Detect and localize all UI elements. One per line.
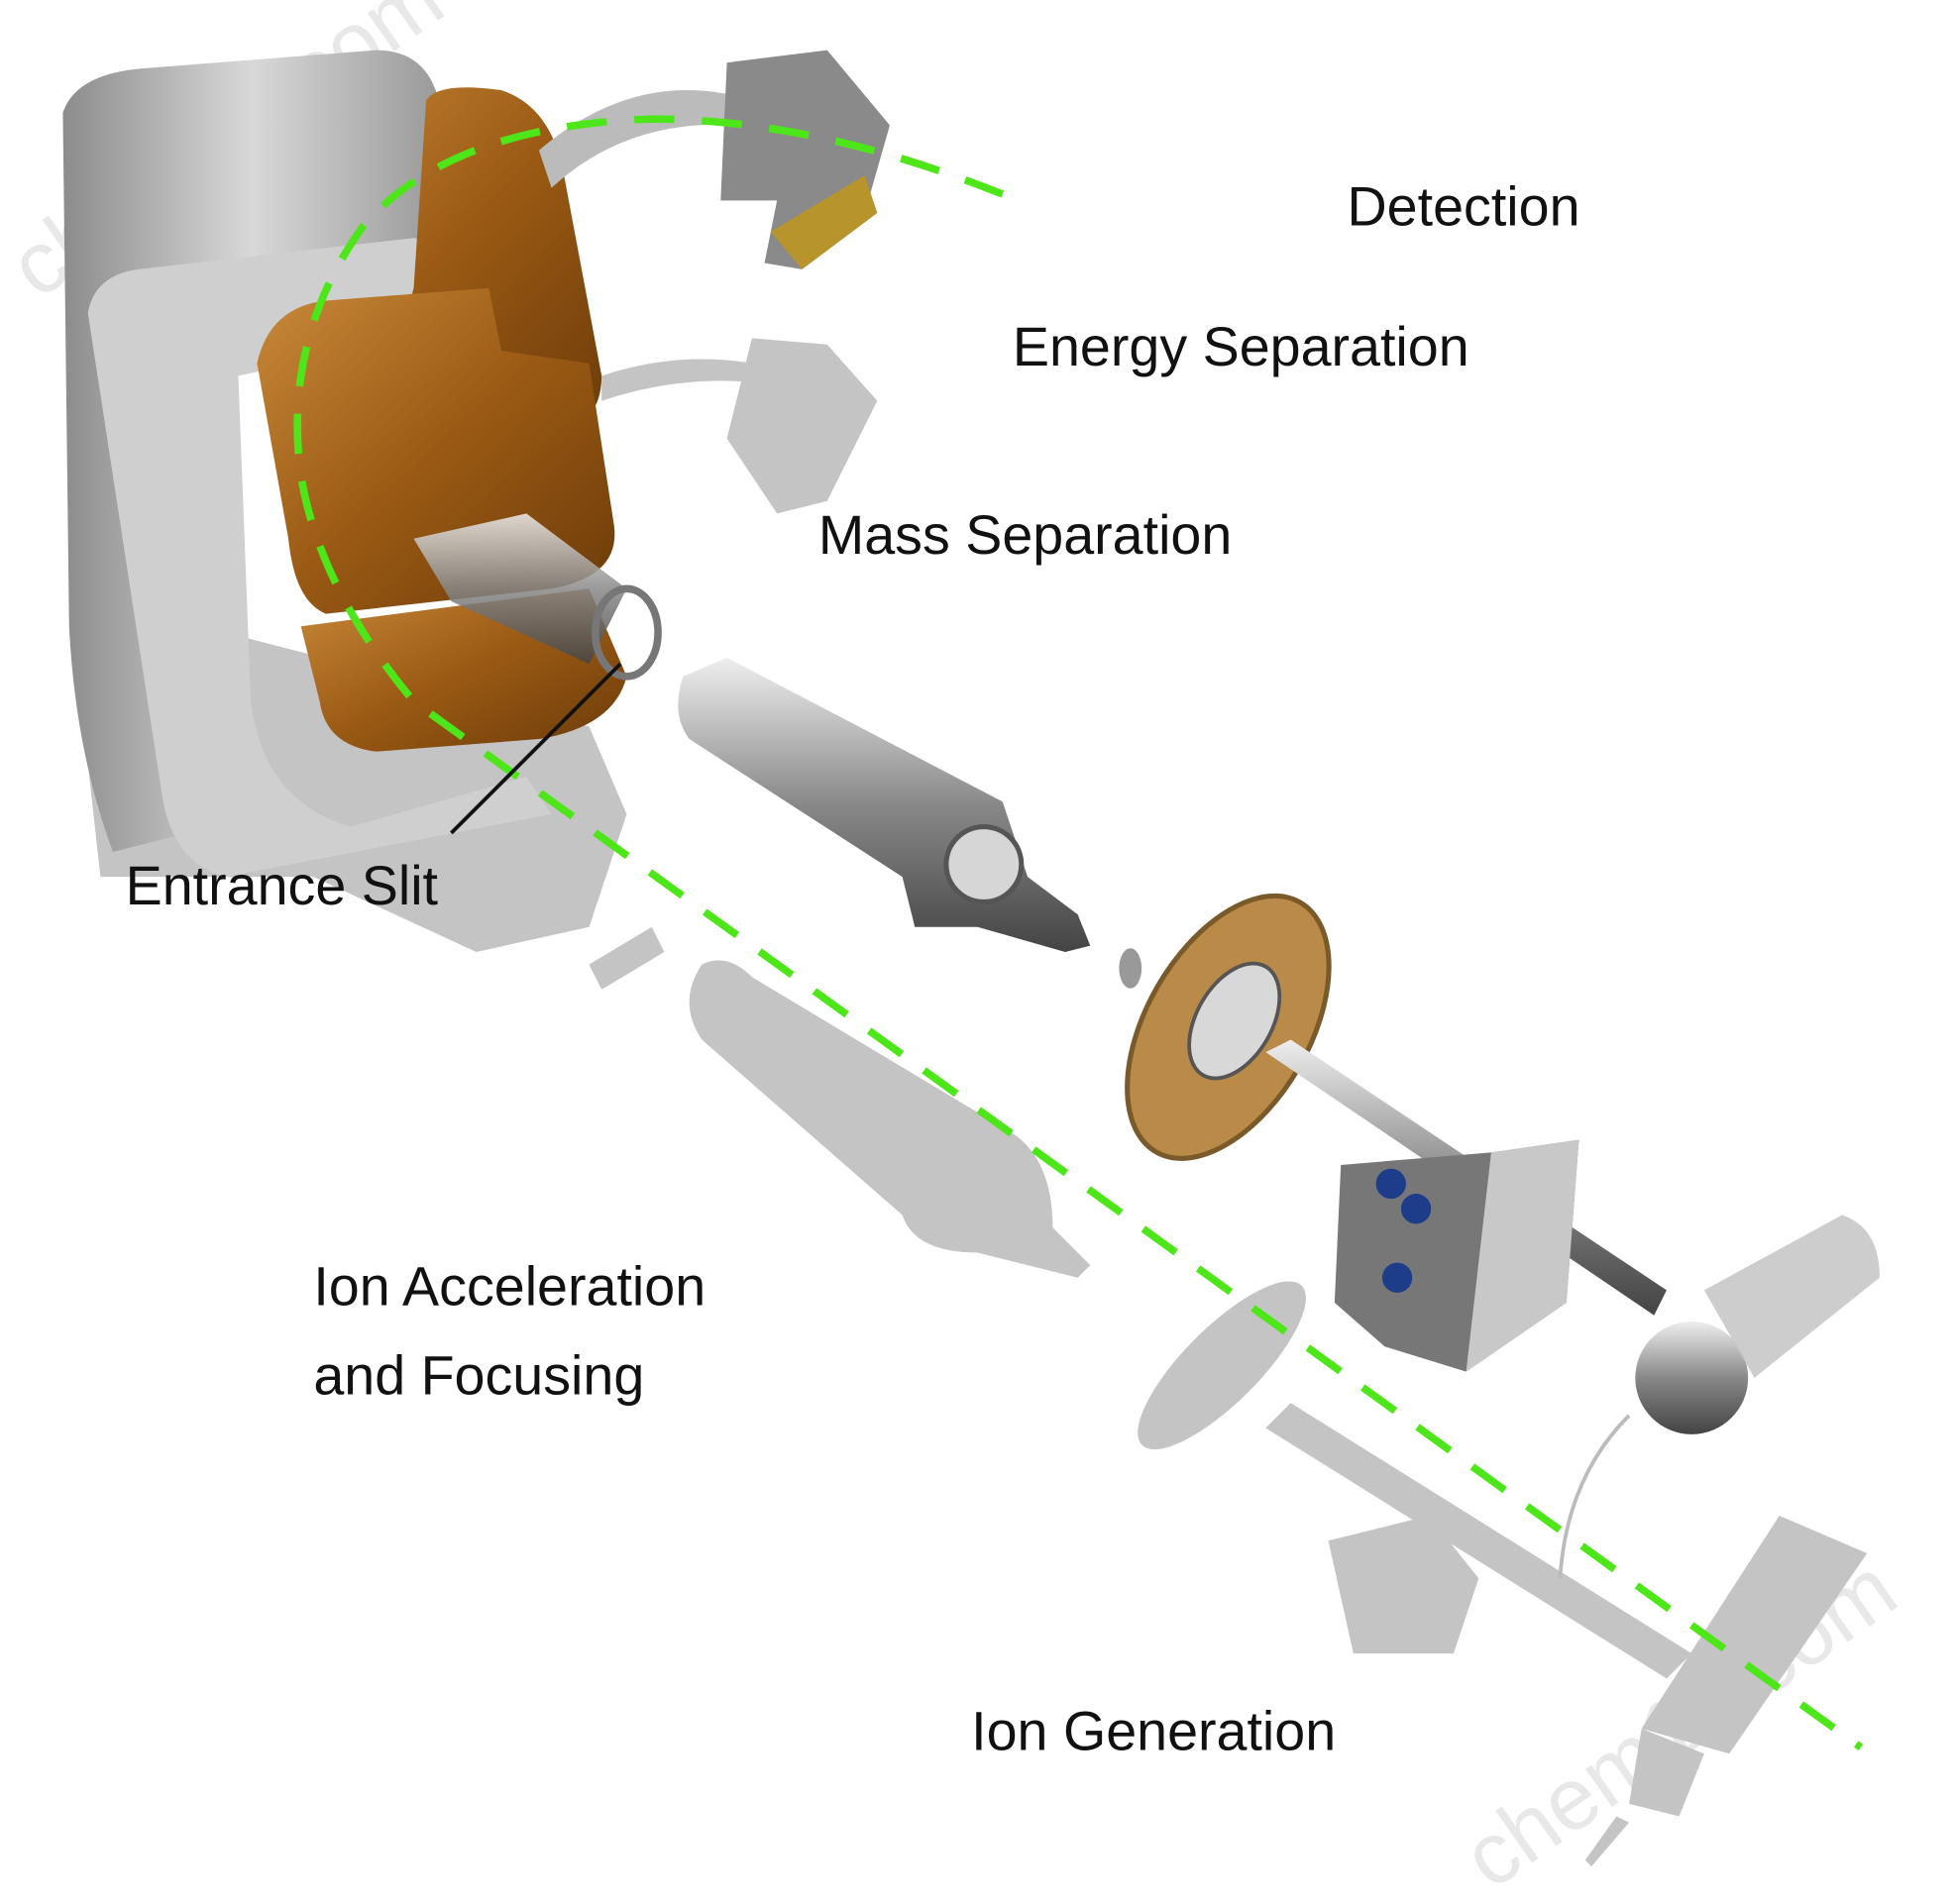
label-entrance-slit: Entrance Slit: [126, 855, 439, 916]
label-detection: Detection: [1348, 176, 1580, 238]
ion-optics-lens: [678, 657, 1142, 989]
flight-tube: [413, 513, 662, 681]
label-ion-acceleration: Ion Acceleration: [313, 1256, 706, 1318]
ion-path-dashed-line: [293, 115, 1864, 1751]
label-mass-separation: Mass Separation: [818, 504, 1232, 566]
label-and-focusing: and Focusing: [313, 1344, 644, 1406]
label-energy-separation: Energy Separation: [1013, 316, 1469, 377]
source-flange-disk: [1125, 893, 1332, 1161]
ion-source: [1265, 1039, 1880, 1579]
energy-analyzer: [538, 50, 890, 269]
label-ion-generation: Ion Generation: [971, 1700, 1336, 1761]
entrance-slit-leader-line: [450, 662, 622, 835]
magnet-yoke: [62, 50, 552, 878]
